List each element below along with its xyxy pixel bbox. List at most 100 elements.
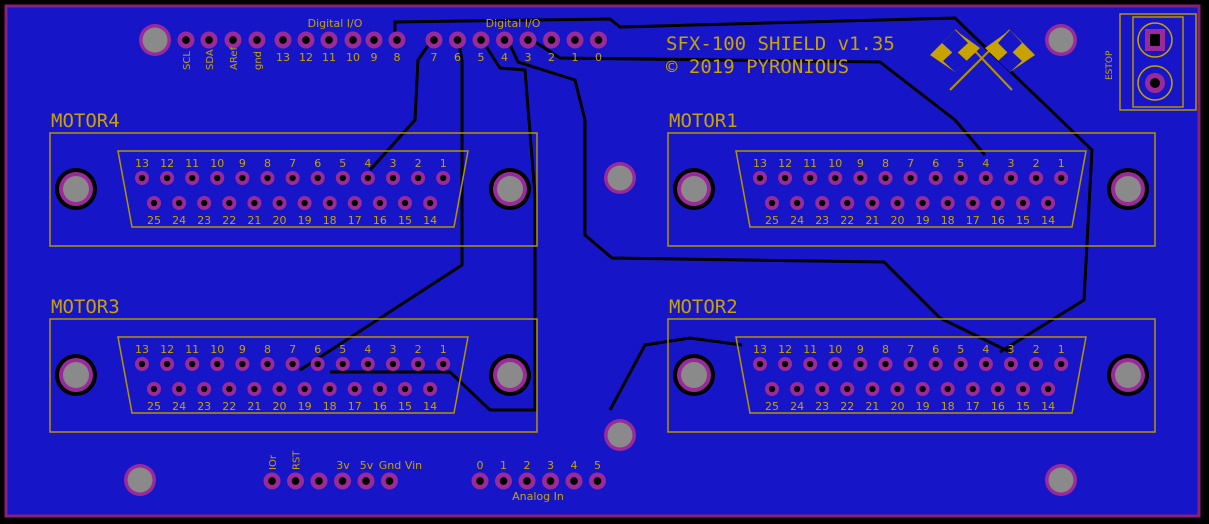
- db25-pin-pad: [890, 382, 905, 396]
- connector-screw-hole: [1107, 168, 1149, 210]
- db25-pin-pad: [272, 382, 287, 396]
- digital-pin-pad: [449, 31, 466, 49]
- analog-pin-label: 3: [547, 459, 554, 472]
- db25-pin-label: 9: [857, 343, 864, 356]
- mounting-hole: [124, 464, 156, 496]
- db25-pin-pad: [285, 357, 300, 371]
- digital-pin-label: 5: [478, 51, 485, 64]
- board-outline: [4, 4, 1201, 518]
- db25-pin-label: 14: [423, 400, 437, 413]
- analog-pin-pad: [565, 472, 583, 490]
- db25-pin-label: 17: [966, 400, 980, 413]
- db25-pin-label: 8: [882, 157, 889, 170]
- estop-body: [1132, 16, 1184, 108]
- db25-pin-pad: [1041, 382, 1056, 396]
- digital-io-label-left: Digital I/O: [308, 17, 363, 30]
- db25-pin-label: 11: [185, 343, 199, 356]
- digital-pin-label: 3: [525, 51, 532, 64]
- db25-pin-pad: [335, 171, 350, 185]
- db25-pin-label: 7: [907, 157, 914, 170]
- db25-pin-pad: [915, 196, 930, 210]
- connector-label: MOTOR1: [669, 110, 738, 132]
- db25-pin-label: 19: [298, 214, 312, 227]
- db25-pin-label: 6: [932, 157, 939, 170]
- db25-pin-label: 12: [160, 343, 174, 356]
- db25-pin-label: 3: [1008, 343, 1015, 356]
- db25-pin-label: 25: [147, 214, 161, 227]
- digital-pin-pad: [425, 31, 443, 49]
- db25-pin-label: 13: [135, 343, 149, 356]
- db25-pin-pad: [185, 357, 200, 371]
- db25-pin-pad: [753, 357, 767, 371]
- db25-pin-pad: [778, 171, 793, 185]
- db25-pin-pad: [765, 382, 779, 396]
- db25-pin-label: 17: [348, 214, 362, 227]
- db25-pin-label: 18: [323, 400, 337, 413]
- analog-pin-label: 5: [594, 459, 601, 472]
- db25-pin-pad: [147, 196, 161, 210]
- db25-pin-label: 22: [840, 214, 854, 227]
- digital-pin-pad: [472, 31, 490, 49]
- mounting-hole: [139, 24, 171, 56]
- db25-pin-label: 7: [289, 157, 296, 170]
- db25-pin-pad: [1016, 196, 1030, 210]
- digital-pin-label: 12: [299, 51, 313, 64]
- analog-pin-label: 1: [500, 459, 507, 472]
- digital-pin-label: 10: [346, 51, 360, 64]
- db25-pin-pad: [386, 171, 400, 185]
- mounting-hole: [1045, 464, 1077, 496]
- trace-d8-motor2: [393, 16, 1094, 354]
- db25-pin-label: 21: [865, 400, 879, 413]
- digital-pin-label: SCL: [182, 51, 193, 70]
- db25-pin-pad: [990, 382, 1005, 396]
- db25-pin-label: 8: [264, 343, 271, 356]
- db25-pin-pad: [222, 196, 237, 210]
- digital-pin-pad: [365, 31, 383, 49]
- dshell-outline: [117, 150, 469, 228]
- connector-screw-hole: [673, 168, 715, 210]
- db25-pin-label: 5: [339, 343, 346, 356]
- db25-pin-pad: [1054, 357, 1069, 371]
- db25-pin-label: 25: [147, 400, 161, 413]
- db25-pin-pad: [778, 357, 793, 371]
- db25-pin-label: 9: [239, 343, 246, 356]
- db25-pin-label: 15: [1016, 400, 1030, 413]
- db25-pin-pad: [411, 357, 426, 371]
- db25-pin-label: 24: [172, 400, 186, 413]
- db25-pin-pad: [828, 357, 843, 371]
- digital-pin-label: 0: [595, 51, 602, 64]
- db25-pin-pad: [235, 357, 250, 371]
- digital-pin-pad: [274, 31, 292, 49]
- digital-pin-label: 8: [394, 51, 401, 64]
- connector-screw-hole: [489, 354, 531, 396]
- db25-pin-label: 3: [1008, 157, 1015, 170]
- power-pin-label: Vin: [405, 459, 422, 472]
- db25-pin-pad: [903, 357, 918, 371]
- analog-pin-label: 4: [571, 459, 578, 472]
- db25-pin-pad: [965, 196, 980, 210]
- digital-pin-label: gnd: [253, 51, 264, 70]
- db25-pin-label: 23: [197, 214, 211, 227]
- db25-pin-pad: [386, 357, 400, 371]
- dshell-outline: [735, 150, 1087, 228]
- db25-pin-pad: [210, 357, 225, 371]
- estop-drill-1: [1150, 34, 1160, 46]
- db25-pin-label: 11: [185, 157, 199, 170]
- db25-pin-label: 11: [803, 343, 817, 356]
- db25-pin-label: 1: [1058, 343, 1065, 356]
- db25-pin-label: 9: [239, 157, 246, 170]
- db25-pin-pad: [135, 171, 149, 185]
- db25-pin-label: 15: [1016, 214, 1030, 227]
- db25-pin-label: 5: [957, 157, 964, 170]
- db25-pin-label: 19: [298, 400, 312, 413]
- db25-pin-pad: [803, 171, 818, 185]
- digital-pin-pad: [496, 31, 513, 49]
- digital-pin-pad: [224, 31, 242, 49]
- estop-terminal: ESTOP: [1105, 13, 1197, 111]
- digital-pin-pad: [388, 31, 406, 49]
- db25-pin-label: 16: [991, 400, 1005, 413]
- db25-pin-pad: [1004, 357, 1018, 371]
- digital-pin-pad: [566, 31, 584, 49]
- db25-pin-pad: [185, 171, 200, 185]
- db25-pin-label: 17: [966, 214, 980, 227]
